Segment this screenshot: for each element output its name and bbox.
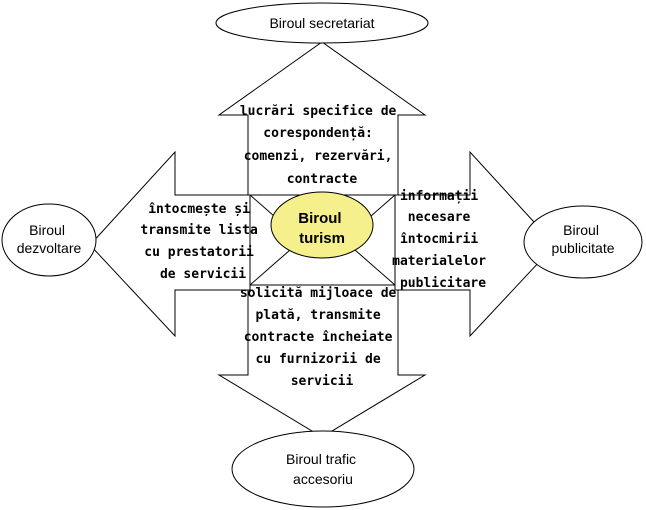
node-publicitate bbox=[523, 205, 643, 279]
flow-label-right: informații necesare întocmirii materiale… bbox=[392, 189, 494, 291]
center-node-turism bbox=[270, 191, 374, 259]
flow-label-bottom: solicită mijloace de plată, transmite co… bbox=[240, 286, 404, 389]
connector-bottom-left bbox=[249, 249, 291, 286]
node-secretariat-label: Biroul secretariat bbox=[269, 15, 374, 31]
connector-bottom-right bbox=[354, 249, 396, 286]
node-trafic-accesoriu bbox=[231, 430, 415, 508]
node-secretariat bbox=[215, 2, 429, 44]
arrow-up bbox=[217, 41, 427, 196]
node-trafic-accesoriu-label: Biroul trafic accesoriu bbox=[286, 451, 360, 487]
arrow-left bbox=[89, 150, 251, 338]
flow-label-top: lucrări specifice de corespondență: come… bbox=[240, 104, 404, 187]
node-dezvoltare bbox=[1, 203, 97, 277]
arrow-right bbox=[394, 150, 556, 338]
flow-label-left: întocmește și transmite lista cu prestat… bbox=[140, 202, 265, 282]
node-dezvoltare-label: Biroul dezvoltare bbox=[17, 222, 82, 256]
center-node-label: Biroul turism bbox=[298, 210, 346, 247]
arrow-down bbox=[217, 284, 427, 438]
node-publicitate-label: Biroul publicitate bbox=[551, 222, 614, 256]
